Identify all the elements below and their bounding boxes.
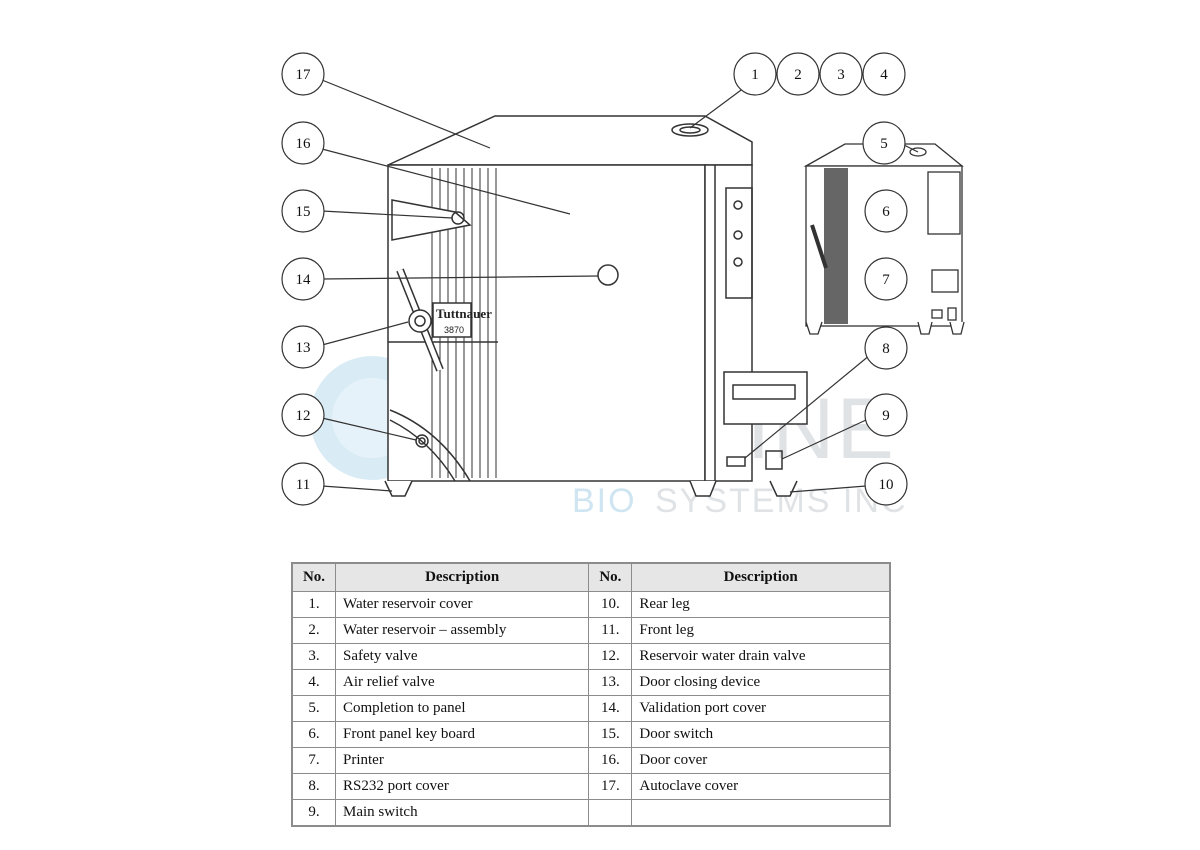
svg-text:13: 13 xyxy=(296,340,311,356)
callout-12: 12 xyxy=(281,393,325,437)
svg-text:8: 8 xyxy=(882,341,890,357)
autoclave-diagram: DURALINE BIO SYSTEMS INC xyxy=(281,52,965,520)
header-no-left: No. xyxy=(291,562,336,592)
header-description-right: Description xyxy=(631,562,891,592)
callout-17: 17 xyxy=(281,52,325,96)
callout-4: 4 xyxy=(862,52,906,96)
svg-text:12: 12 xyxy=(296,408,311,424)
svg-text:14: 14 xyxy=(296,272,312,288)
callout-9: 9 xyxy=(864,393,908,437)
svg-text:3: 3 xyxy=(837,67,845,83)
svg-text:11: 11 xyxy=(296,477,310,493)
svg-text:16: 16 xyxy=(296,136,312,152)
callout-11: 11 xyxy=(281,462,325,506)
svg-text:6: 6 xyxy=(882,204,890,220)
callout-8: 8 xyxy=(864,326,908,370)
callout-circles: 1 2 3 4 5 6 7 8 9 10 11 12 13 14 15 16 1… xyxy=(281,52,908,506)
callout-3: 3 xyxy=(819,52,863,96)
svg-text:5: 5 xyxy=(880,136,888,152)
svg-text:10: 10 xyxy=(879,477,894,493)
callout-14: 14 xyxy=(281,257,325,301)
svg-text:17: 17 xyxy=(296,67,312,83)
callout-13: 13 xyxy=(281,325,325,369)
svg-text:1: 1 xyxy=(751,67,759,83)
callout-1: 1 xyxy=(733,52,777,96)
device-logo: Tuttnauer xyxy=(436,306,492,321)
header-no-right: No. xyxy=(588,562,633,592)
svg-text:2: 2 xyxy=(794,67,802,83)
table-row: 9.Main switch xyxy=(291,799,891,827)
svg-text:7: 7 xyxy=(882,272,890,288)
callout-16: 16 xyxy=(281,121,325,165)
callout-2: 2 xyxy=(776,52,820,96)
callout-6: 6 xyxy=(864,189,908,233)
parts-table: No. Description No. Description 1.Water … xyxy=(291,562,891,827)
device-model: 3870 xyxy=(444,325,464,335)
svg-text:4: 4 xyxy=(880,67,888,83)
header-description-left: Description xyxy=(334,562,590,592)
callout-10: 10 xyxy=(864,462,908,506)
autoclave-side-view xyxy=(803,143,965,335)
autoclave-front-view xyxy=(384,115,808,497)
callout-7: 7 xyxy=(864,257,908,301)
callout-15: 15 xyxy=(281,189,325,233)
svg-text:15: 15 xyxy=(296,204,311,220)
watermark-bio: BIO xyxy=(572,482,637,520)
callout-5: 5 xyxy=(862,121,906,165)
svg-text:9: 9 xyxy=(882,408,890,424)
table-header-row: No. Description No. Description xyxy=(291,562,891,592)
